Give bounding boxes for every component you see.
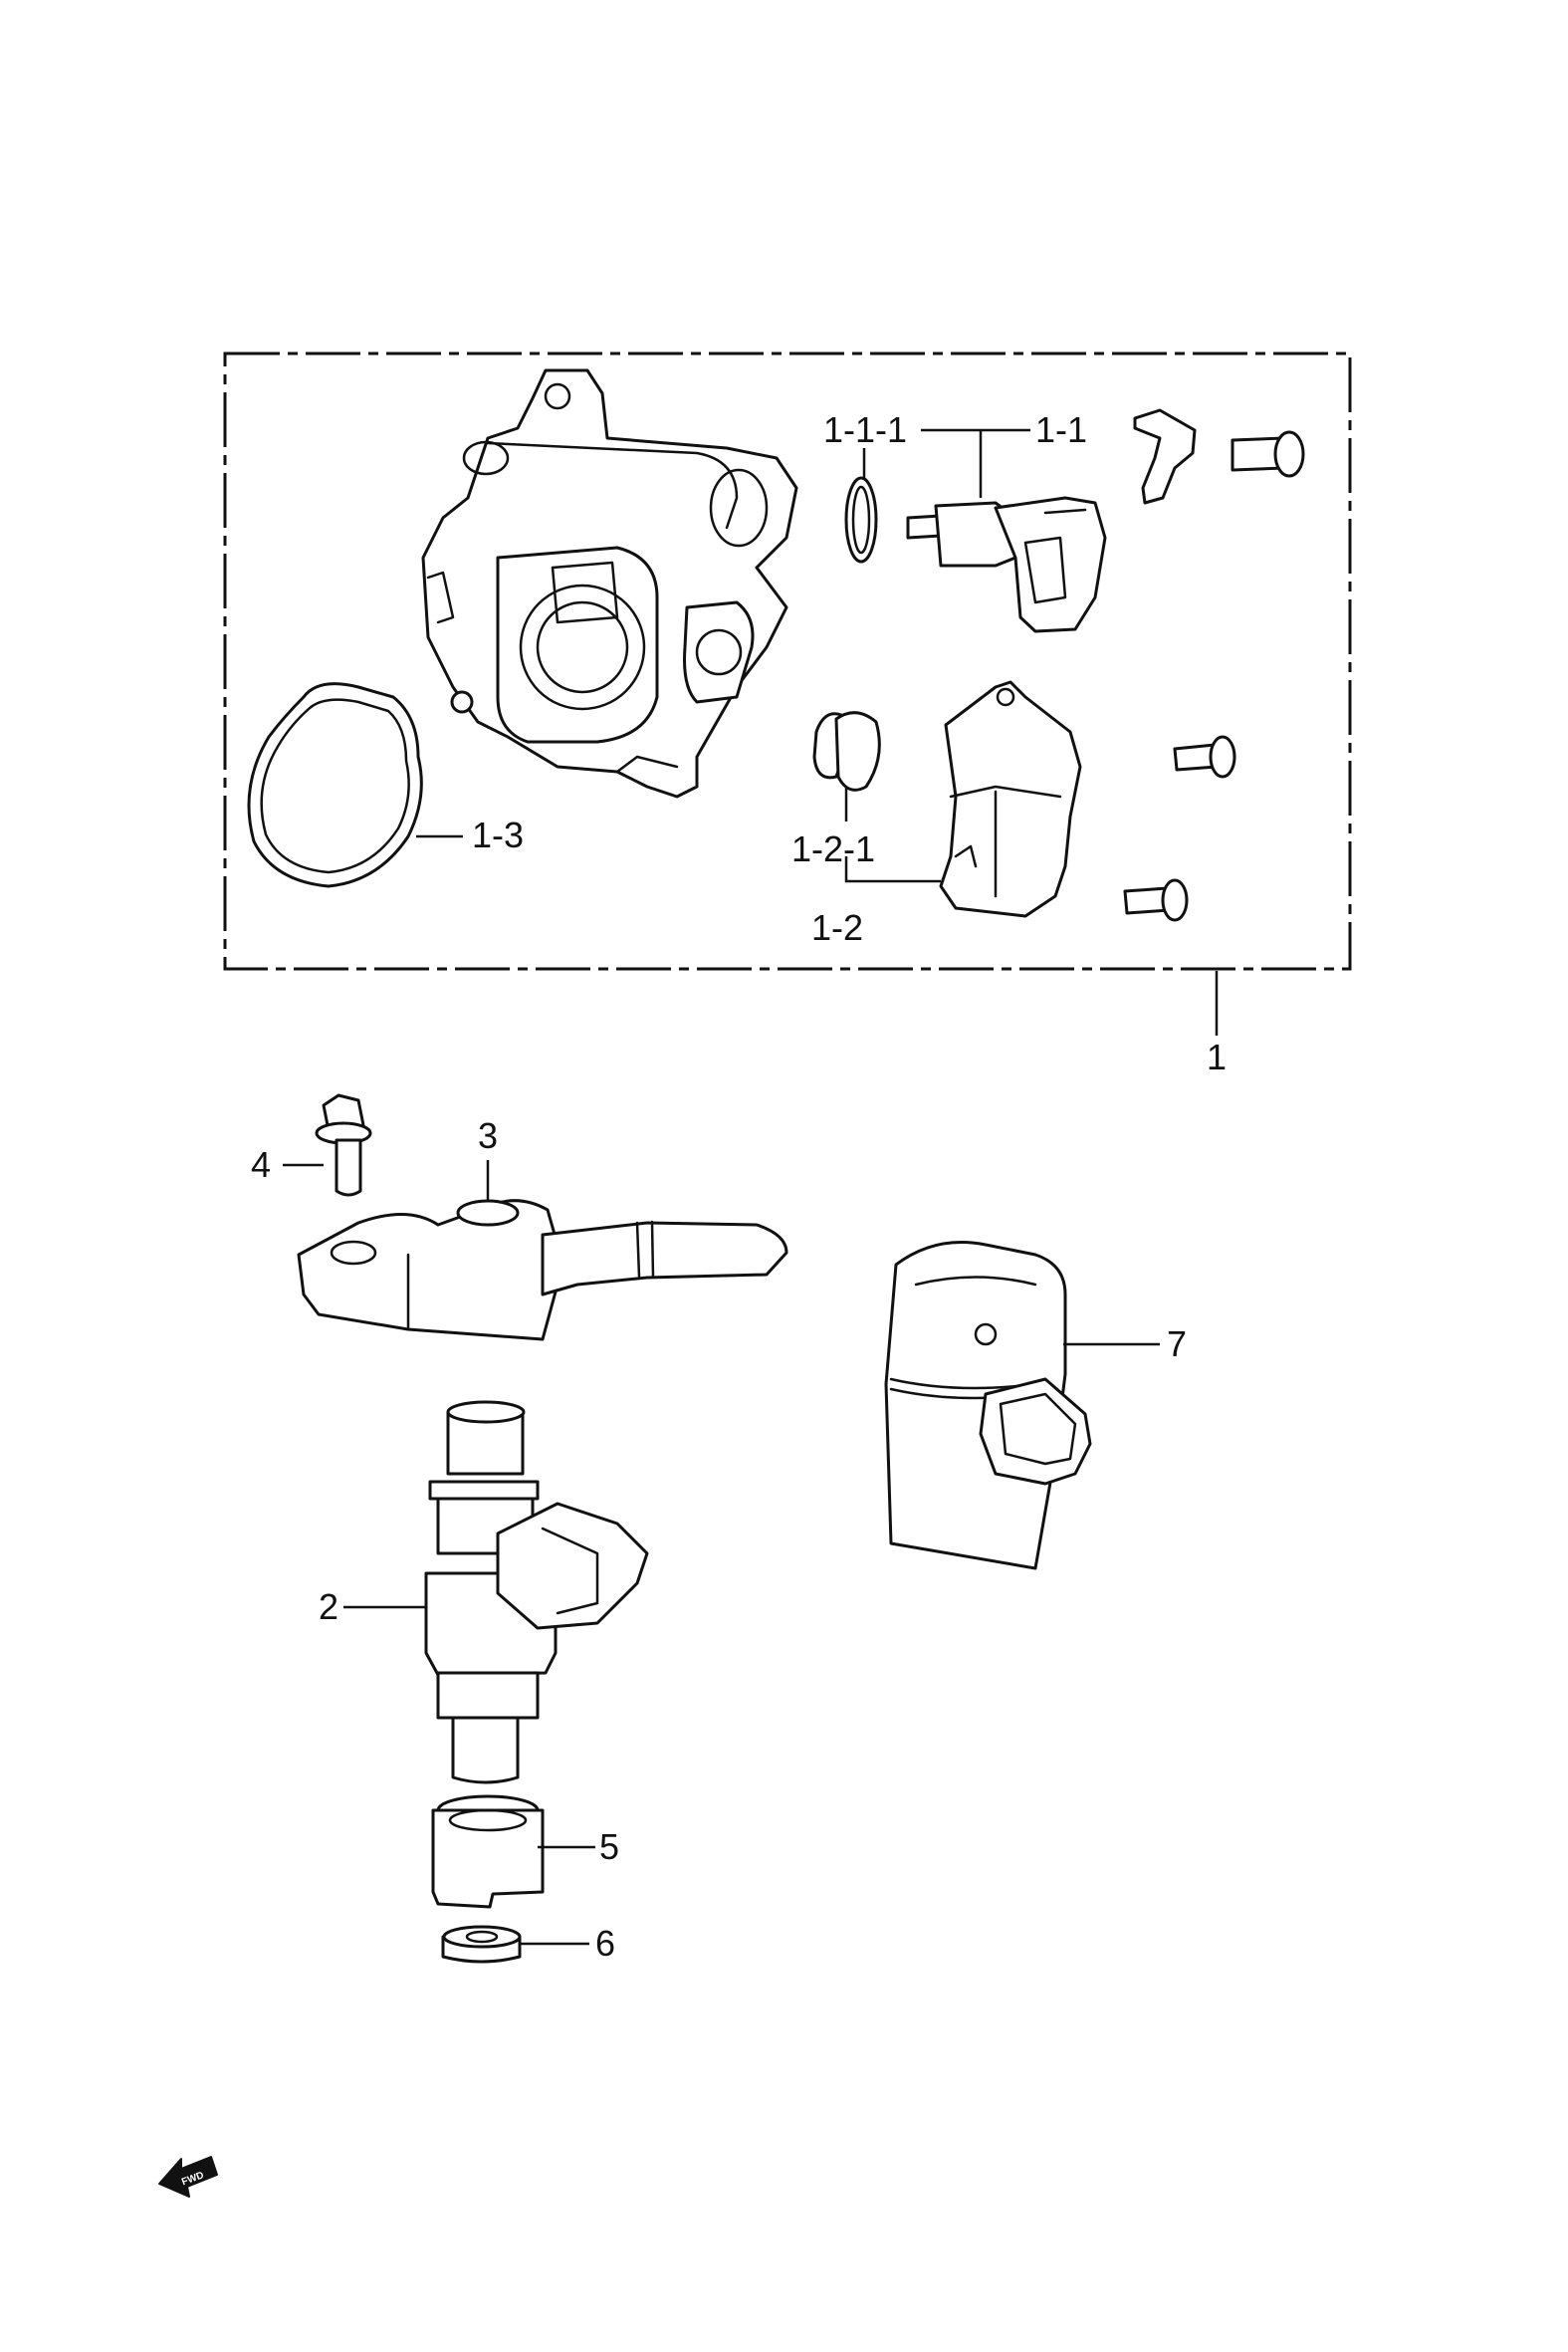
sensor-1-1[interactable] (906, 496, 1107, 633)
callout-1-3: 1-3 (472, 815, 524, 855)
gasket-1-3[interactable] (247, 682, 423, 888)
washer-6[interactable] (441, 1925, 522, 1964)
callout-6: 6 (595, 1923, 615, 1964)
screw-upper[interactable] (1231, 430, 1305, 478)
fwd-arrow-icon: FWD (158, 2156, 218, 2198)
callout-5: 5 (599, 1826, 619, 1867)
callout-1-2-1: 1-2-1 (791, 828, 875, 869)
fuel-rail-3[interactable] (297, 1199, 788, 1341)
callout-1: 1 (1207, 1037, 1227, 1077)
callout-1-1-1: 1-1-1 (823, 409, 907, 450)
callout-4: 4 (251, 1144, 271, 1185)
sensor-clip[interactable] (1133, 408, 1197, 505)
throttle-body[interactable] (421, 368, 798, 799)
cover-7[interactable] (884, 1241, 1092, 1570)
bolt-4[interactable] (315, 1093, 372, 1197)
callout-7: 7 (1167, 1323, 1187, 1364)
callout-3: 3 (478, 1115, 498, 1156)
screw-lower[interactable] (1123, 878, 1189, 922)
injector-2[interactable] (424, 1400, 649, 1784)
o-ring-1-1-1[interactable] (844, 476, 878, 564)
sensor-1-2[interactable] (939, 680, 1082, 918)
callout-1-2: 1-2 (811, 907, 863, 948)
grommet-5[interactable] (431, 1794, 545, 1909)
screw-middle[interactable] (1173, 735, 1236, 779)
seal-1-2-1[interactable] (812, 711, 881, 792)
callout-2: 2 (319, 1586, 338, 1627)
callout-1-1: 1-1 (1035, 409, 1087, 450)
assembly-boundary (223, 352, 1352, 971)
